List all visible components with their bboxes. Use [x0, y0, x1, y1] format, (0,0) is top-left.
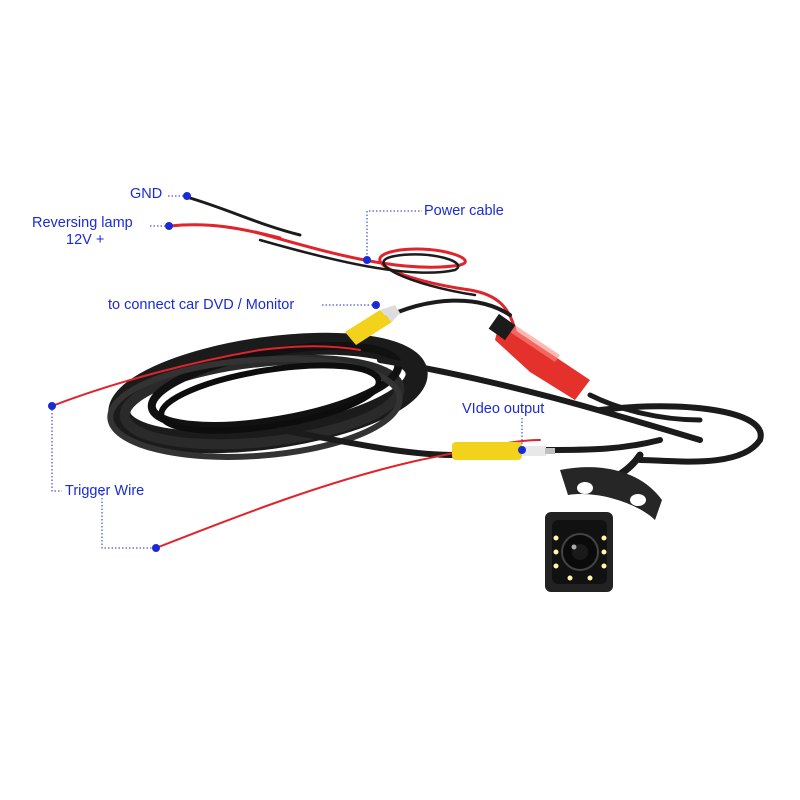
video-output-label: VIdeo output [462, 401, 545, 417]
marker-dots [48, 192, 526, 552]
connect-dvd-label: to connect car DVD / Monitor [108, 297, 295, 313]
cable-coil [107, 332, 428, 460]
voltage-label: 12V + [66, 232, 105, 248]
red-power-plug [488, 313, 590, 400]
power-cable-label: Power cable [424, 203, 504, 219]
trigger-wire-label: Trigger Wire [65, 483, 145, 499]
yellow-rca-plug [345, 305, 555, 460]
power-cable [168, 196, 517, 332]
reversing-lamp-label: Reversing lamp [32, 215, 133, 231]
gnd-label: GND [130, 186, 163, 202]
camera-leds [553, 535, 607, 581]
backup-camera [545, 467, 662, 592]
